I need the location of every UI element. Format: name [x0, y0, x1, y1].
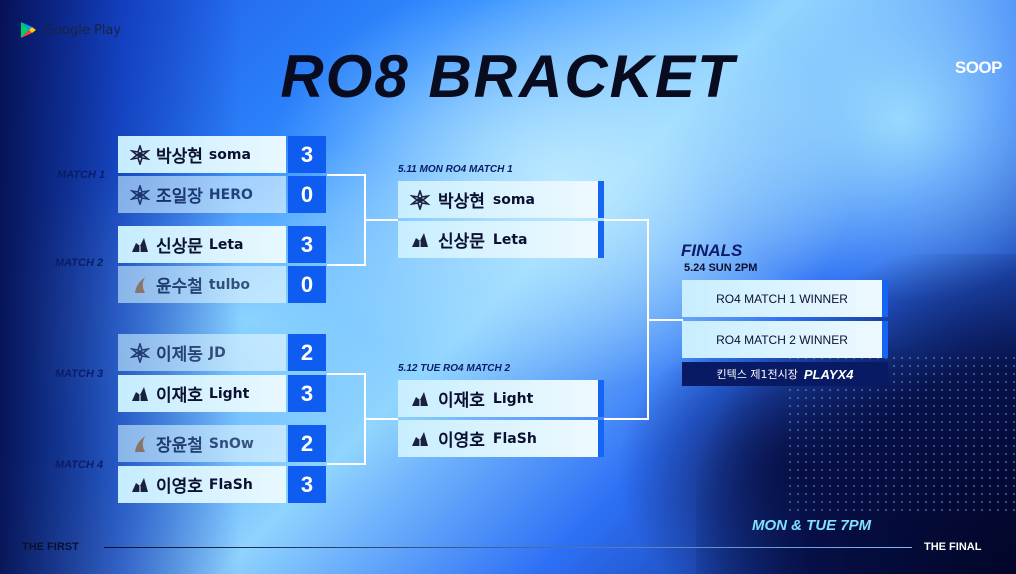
bracket-line	[364, 418, 398, 420]
ro8-player-row: 윤수철 tulbo 0	[118, 266, 326, 303]
player-nameplate: 장윤철 SnOw	[118, 425, 286, 462]
player-nameplate: 신상문 Leta	[118, 226, 286, 263]
player-name-korean: 이영호	[156, 477, 203, 497]
ro8-player-row: 이재호 Light 3	[118, 375, 326, 412]
terran-icon	[412, 391, 428, 406]
terran-icon	[412, 431, 428, 446]
player-score: 2	[288, 425, 326, 462]
player-name-korean: 이재호	[156, 386, 203, 406]
venue-korean: 킨텍스 제1전시장	[716, 368, 798, 381]
player-name-handle: HERO	[208, 186, 253, 203]
ro4-match-1-label: 5.11 MON RO4 MATCH 1	[398, 164, 513, 175]
player-name-korean: 장윤철	[156, 436, 203, 456]
google-play-logo: Google Play	[18, 20, 121, 40]
player-score: 3	[288, 466, 326, 503]
protoss-icon	[135, 435, 145, 452]
zerg-icon	[130, 342, 150, 363]
player-name-korean: 신상문	[438, 232, 485, 252]
player-name-handle: FlaSh	[492, 430, 537, 447]
bracket-line	[327, 463, 365, 465]
terran-icon	[132, 477, 148, 492]
player-name-korean: 신상문	[156, 237, 203, 257]
player-name-handle: JD	[208, 344, 226, 361]
protoss-icon	[135, 276, 145, 293]
ro4-player-card: 신상문 Leta	[398, 221, 604, 258]
footer-left: THE FIRST	[22, 541, 79, 553]
player-score: 0	[288, 266, 326, 303]
match-2-label: MATCH 2	[55, 257, 104, 269]
finals-venue: 킨텍스 제1전시장 PLAYX4	[682, 362, 888, 386]
ro4-player-card: 이영호 FlaSh	[398, 420, 604, 457]
player-name-handle: tulbo	[208, 276, 251, 293]
schedule-time: MON & TUE 7PM	[752, 517, 872, 534]
player-name-korean: 이영호	[438, 431, 485, 451]
terran-icon	[412, 232, 428, 247]
player-nameplate: 이재호 Light	[118, 375, 286, 412]
bracket-line	[604, 219, 648, 221]
player-name-handle: Leta	[492, 231, 528, 248]
player-nameplate: 윤수철 tulbo	[118, 266, 286, 303]
bracket-line	[364, 219, 398, 221]
player-nameplate: 이제동 JD	[118, 334, 286, 371]
player-name-handle: SnOw	[208, 435, 254, 452]
google-play-icon	[21, 22, 36, 38]
page-title: RO8 BRACKET	[280, 43, 736, 110]
ro8-player-row: 장윤철 SnOw 2	[118, 425, 326, 462]
player-score: 2	[288, 334, 326, 371]
player-name-handle: soma	[492, 191, 535, 208]
player-score: 3	[288, 226, 326, 263]
bracket-line	[647, 319, 683, 321]
player-name-handle: soma	[208, 146, 251, 163]
ro8-player-row: 이영호 FlaSh 3	[118, 466, 326, 503]
terran-icon	[132, 237, 148, 252]
player-name-handle: Light	[208, 385, 250, 402]
zerg-icon	[410, 189, 430, 210]
player-name-korean: 박상현	[156, 147, 203, 167]
finals-title: FINALS	[681, 241, 743, 260]
google-play-label: Google Play	[44, 22, 122, 38]
soop-logo: SOOP	[954, 58, 1003, 77]
player-name-korean: 박상현	[438, 192, 485, 212]
match-1-label: MATCH 1	[57, 169, 106, 181]
bracket-line	[327, 373, 365, 375]
match-3-label: MATCH 3	[55, 368, 104, 380]
player-nameplate: 박상현 soma	[118, 136, 286, 173]
zerg-icon	[130, 144, 150, 165]
player-name-korean: 이제동	[156, 345, 203, 365]
player-name-korean: 윤수철	[156, 277, 203, 297]
ro8-player-row: 신상문 Leta 3	[118, 226, 326, 263]
player-nameplate: 조일장 HERO	[118, 176, 286, 213]
footer-right: THE FINAL	[924, 541, 982, 553]
player-nameplate: 이영호 FlaSh	[118, 466, 286, 503]
bracket-line	[327, 264, 365, 266]
player-name-korean: 조일장	[156, 187, 203, 207]
finals-slot-1: RO4 MATCH 1 WINNER	[682, 280, 888, 317]
player-score: 3	[288, 136, 326, 173]
footer-divider	[104, 547, 912, 548]
finals-date: 5.24 SUN 2PM	[684, 262, 758, 274]
bracket-line	[604, 418, 648, 420]
match-4-label: MATCH 4	[55, 459, 104, 471]
zerg-icon	[130, 184, 150, 205]
ro4-match-2-label: 5.12 TUE RO4 MATCH 2	[398, 363, 511, 374]
venue-event: PLAYX4	[803, 366, 854, 382]
player-name-korean: 이재호	[438, 391, 485, 411]
player-name-handle: Light	[492, 390, 534, 407]
bracket-line	[327, 174, 365, 176]
ro4-player-card: 박상현 soma	[398, 181, 604, 218]
terran-icon	[132, 386, 148, 401]
finals-slot-2: RO4 MATCH 2 WINNER	[682, 321, 888, 358]
ro8-player-row: 조일장 HERO 0	[118, 176, 326, 213]
ro4-player-card: 이재호 Light	[398, 380, 604, 417]
ro8-player-row: 이제동 JD 2	[118, 334, 326, 371]
player-score: 0	[288, 176, 326, 213]
player-name-handle: Leta	[208, 236, 244, 253]
player-name-handle: FlaSh	[208, 476, 253, 493]
ro8-player-row: 박상현 soma 3	[118, 136, 326, 173]
player-score: 3	[288, 375, 326, 412]
